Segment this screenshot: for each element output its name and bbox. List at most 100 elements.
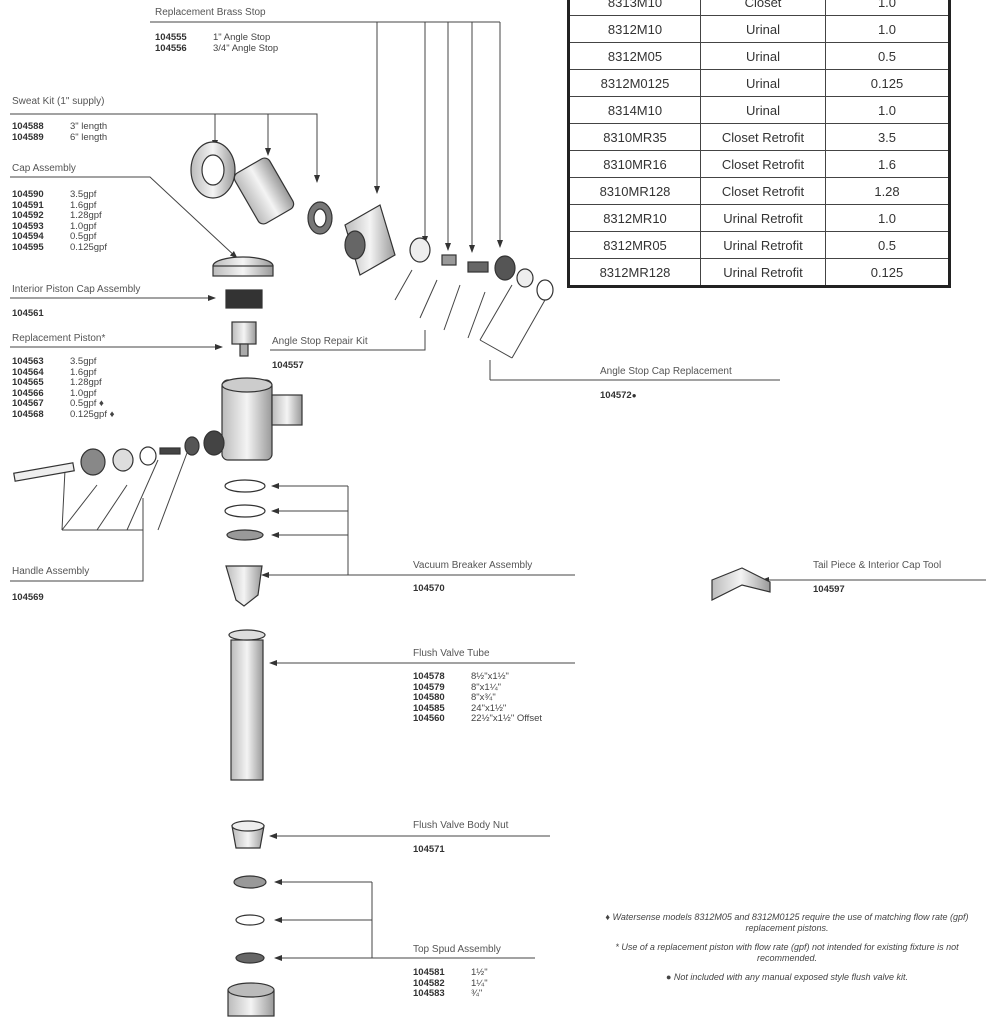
spud-gasket-2 [236,915,264,925]
label-flush-tube: Flush Valve Tube [413,648,490,659]
part-desc: 3" length [70,121,107,132]
part-desc: 3.5gpf [70,189,96,200]
gpf-cell: 0.125 [826,259,950,287]
spud-gasket-1 [234,876,266,888]
part-desc: 8"x1¼" [471,682,501,693]
part-number: 104580 [413,693,471,704]
label-interior-piston: Interior Piston Cap Assembly [12,284,140,295]
gpf-cell: 1.0 [826,97,950,124]
model-cell: 8312M0125 [569,70,701,97]
note-not-included: ● Not included with any manual exposed s… [588,972,986,983]
gpf-cell: 1.0 [826,205,950,232]
gpf-cell: 0.5 [826,232,950,259]
part-number: 104563 [12,357,70,368]
part-row: 1045950.125gpf [12,243,107,254]
part-desc: 24"x1½" [471,703,506,714]
part-row: 10456022½"x1½" Offset [413,714,542,725]
part-number: 104589 [12,133,70,144]
table-row: 8312MR05Urinal Retrofit0.5 [569,232,950,259]
model-cell: 8310MR16 [569,151,701,178]
part-number: 104560 [413,714,471,725]
label-body-nut: Flush Valve Body Nut [413,820,508,831]
model-cell: 8312MR05 [569,232,701,259]
label-sweat-kit: Sweat Kit (1" supply) [12,96,104,107]
model-cell: 8312M10 [569,16,701,43]
cap-tool-part [712,568,770,600]
part-number: 104567 [12,399,70,410]
bullet-mark: ● [632,391,637,400]
interior-cap-part [226,290,262,308]
type-cell: Urinal [701,70,826,97]
angle-cap-number: 104572 [600,390,632,401]
gpf-cell: 1.6 [826,151,950,178]
part-desc: 8"x¾" [471,692,496,703]
part-number: 104583 [413,989,471,1000]
part-desc: 0.5gpf [70,231,96,242]
note-watersense: ♦ Watersense models 8312M05 and 8312M012… [588,912,986,934]
part-desc: 0.5gpf ♦ [70,398,104,409]
type-cell: Urinal [701,16,826,43]
part-desc: 1.0gpf [70,221,96,232]
part-desc: 3.5gpf [70,356,96,367]
model-cell: 8310MR128 [569,178,701,205]
model-cell: 8313M10 [569,0,701,16]
gpf-cell: 1.0 [826,0,950,16]
group-sweat-kit: 1045883" length1045896" length [12,122,107,143]
model-cell: 8314M10 [569,97,701,124]
piston-part [232,322,256,344]
gpf-cell: 0.5 [826,43,950,70]
model-cell: 8312M05 [569,43,701,70]
model-cell: 8312MR10 [569,205,701,232]
num-vacuum: 104570 [413,583,445,594]
part-desc: 0.125gpf ♦ [70,409,114,420]
type-cell: Closet Retrofit [701,178,826,205]
table-row: 8313M10Closet1.0 [569,0,950,16]
type-cell: Urinal Retrofit [701,259,826,287]
spud-gasket-3 [236,953,264,963]
part-desc: 1.6gpf [70,200,96,211]
type-cell: Closet Retrofit [701,151,826,178]
table-row: 8310MR16Closet Retrofit1.6 [569,151,950,178]
label-angle-repair: Angle Stop Repair Kit [272,336,368,347]
part-number: 104578 [413,672,471,683]
gpf-cell: 0.125 [826,70,950,97]
type-cell: Urinal Retrofit [701,232,826,259]
sweat-pipe-part [232,156,296,226]
group-flush-tube: 1045788½"x1½"1045798"x1¼"1045808"x¾"1045… [413,672,542,725]
type-cell: Closet Retrofit [701,124,826,151]
label-cap-assembly: Cap Assembly [12,163,76,174]
type-cell: Urinal [701,43,826,70]
num-handle: 104569 [12,592,44,603]
label-handle: Handle Assembly [12,566,89,577]
part-number: 104565 [12,378,70,389]
gpf-cell: 1.28 [826,178,950,205]
part-desc: 1¼" [471,978,488,989]
part-number: 104555 [155,33,213,44]
type-cell: Closet [701,0,826,16]
label-replacement-piston: Replacement Piston* [12,333,105,344]
type-cell: Urinal [701,97,826,124]
label-tail-piece: Tail Piece & Interior Cap Tool [813,560,941,571]
vacuum-breaker-part [226,566,262,606]
num-angle-repair: 104557 [272,360,304,371]
gpf-cell: 1.0 [826,16,950,43]
part-desc: 8½"x1½" [471,671,509,682]
part-number: 104595 [12,243,70,254]
flush-tube-part [231,640,263,780]
handle-part [14,463,74,481]
part-desc: 1.6gpf [70,367,96,378]
note-piston: * Use of a replacement piston with flow … [588,942,986,964]
model-cell: 8312MR128 [569,259,701,287]
num-angle-cap: 104572● [600,390,637,401]
part-desc: 22½"x1½" Offset [471,713,542,724]
